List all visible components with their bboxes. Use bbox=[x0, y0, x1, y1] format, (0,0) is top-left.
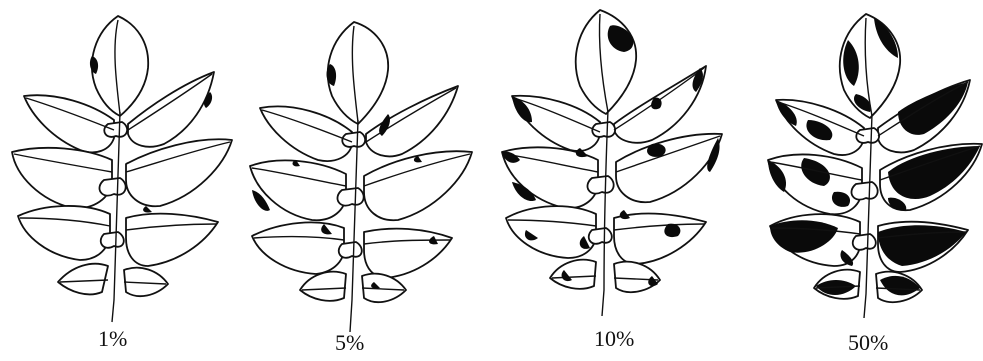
leaflet-lower-right bbox=[364, 229, 452, 278]
leaflet-upper-left bbox=[24, 95, 114, 152]
leaf-illustration-5-percent bbox=[246, 0, 492, 361]
stipule-knot bbox=[339, 242, 362, 258]
leaf-illustration-1-percent bbox=[0, 0, 246, 361]
severity-label-10-percent: 10% bbox=[594, 326, 634, 352]
severity-label-50-percent: 50% bbox=[848, 330, 888, 356]
leaflet-middle-right bbox=[126, 139, 232, 206]
terminal-leaflet bbox=[328, 22, 388, 124]
rachis bbox=[864, 114, 872, 318]
leaf-illustration-10-percent bbox=[492, 0, 738, 361]
stipule-knot bbox=[104, 122, 127, 137]
leaf-panel-50-percent: 50% bbox=[738, 0, 983, 361]
stipule-knot bbox=[851, 182, 877, 200]
leaflet-lower-right bbox=[126, 214, 218, 266]
leaflet-middle-right bbox=[616, 134, 722, 202]
stipule-knot bbox=[587, 176, 613, 194]
lesion bbox=[693, 68, 703, 92]
leaflet-lower-right bbox=[614, 214, 706, 264]
leaf-illustration-50-percent bbox=[738, 0, 983, 361]
rachis bbox=[350, 120, 358, 332]
severity-label-5-percent: 5% bbox=[335, 330, 364, 356]
leaflet-bottom-right bbox=[614, 262, 660, 292]
leaflet-bottom-left bbox=[550, 260, 596, 289]
leaf-panel-1-percent: 1% bbox=[0, 0, 246, 361]
stipule-knot bbox=[589, 228, 612, 244]
rachis bbox=[602, 110, 608, 316]
stipule-knot bbox=[101, 232, 124, 248]
stipule-knot bbox=[856, 128, 879, 143]
leaf-panel-10-percent: 10% bbox=[492, 0, 738, 361]
leaflet-upper-left bbox=[260, 106, 352, 161]
stipule-knot bbox=[99, 178, 125, 196]
leaflet-lower-left bbox=[252, 222, 344, 274]
leaflet-lower-left bbox=[18, 206, 110, 260]
leaflet-bottom-left bbox=[300, 272, 346, 301]
leaflet-lower-left bbox=[506, 206, 596, 258]
leaf-panel-5-percent: 5% bbox=[246, 0, 492, 361]
leaflet-bottom-left bbox=[58, 264, 108, 295]
lesion bbox=[143, 206, 152, 213]
terminal-leaflet bbox=[92, 16, 148, 116]
lesion bbox=[647, 144, 666, 157]
severity-label-1-percent: 1% bbox=[98, 326, 127, 352]
stipule-knot bbox=[337, 188, 363, 206]
stipule-knot bbox=[853, 234, 876, 250]
leaflet-upper-left bbox=[512, 96, 600, 151]
rachis bbox=[112, 112, 120, 322]
